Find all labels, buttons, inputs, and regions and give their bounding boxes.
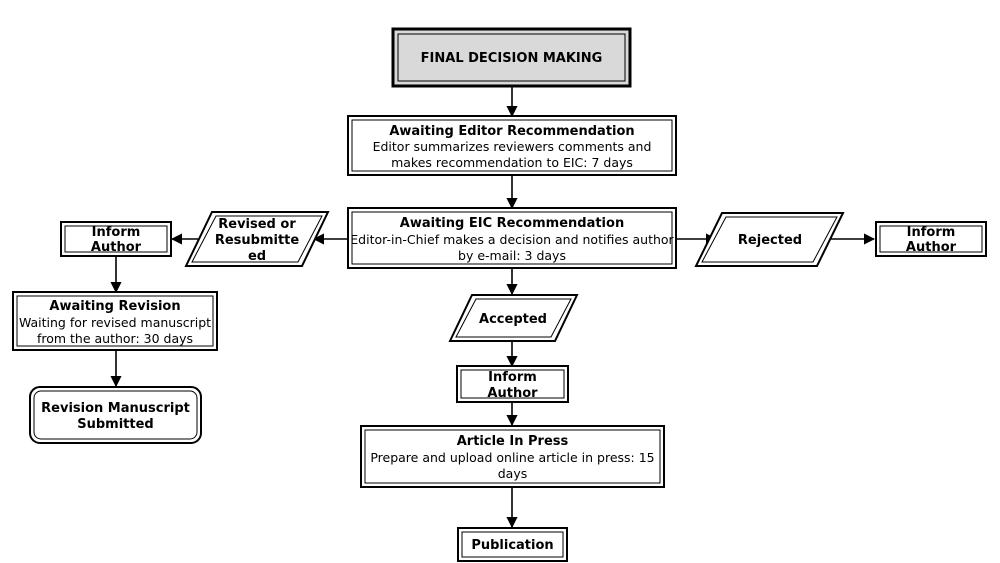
awaiting-eic-line1: Editor-in-Chief makes a decision and not… bbox=[350, 232, 674, 247]
awaiting-editor-line2: makes recommendation to EIC: 7 days bbox=[391, 155, 633, 170]
inform-center-line1: Inform bbox=[488, 370, 537, 385]
awaiting-revision-line1: Waiting for revised manuscript bbox=[19, 315, 211, 330]
awaiting-eic-line2: by e-mail: 3 days bbox=[458, 248, 566, 263]
inform-right-line1: Inform bbox=[907, 225, 956, 240]
node-final-decision-making: FINAL DECISION MAKING bbox=[391, 27, 632, 88]
revised-line1: Revised or bbox=[218, 217, 296, 232]
awaiting-editor-line1: Editor summarizes reviewers comments and bbox=[373, 139, 652, 154]
node-article-in-press: Article In Press Prepare and upload onli… bbox=[360, 425, 665, 488]
article-press-line1: Prepare and upload online article in pre… bbox=[370, 450, 654, 465]
awaiting-revision-line2: from the author: 30 days bbox=[37, 331, 193, 346]
inform-right-line2: Author bbox=[906, 240, 957, 255]
node-inform-author-center: Inform Author bbox=[456, 365, 569, 403]
node-awaiting-revision: Awaiting Revision Waiting for revised ma… bbox=[12, 291, 218, 351]
awaiting-revision-title: Awaiting Revision bbox=[49, 299, 180, 314]
revised-line3: ed bbox=[248, 249, 266, 264]
node-inform-author-left: Inform Author bbox=[60, 221, 172, 257]
awaiting-editor-title: Awaiting Editor Recommendation bbox=[389, 124, 634, 139]
revised-line2: Resubmitte bbox=[215, 233, 300, 248]
node-accepted: Accepted bbox=[448, 294, 579, 342]
node-revised-or-resubmitted: Revised or Resubmitte ed bbox=[184, 211, 330, 267]
node-awaiting-eic-recommendation: Awaiting EIC Recommendation Editor-in-Ch… bbox=[347, 207, 677, 269]
publication-title: Publication bbox=[471, 538, 553, 553]
inform-left-line2: Author bbox=[91, 240, 142, 255]
awaiting-eic-title: Awaiting EIC Recommendation bbox=[400, 216, 624, 231]
inform-center-line2: Author bbox=[487, 386, 538, 401]
article-press-title: Article In Press bbox=[457, 434, 569, 449]
rejected-title: Rejected bbox=[738, 233, 802, 248]
accepted-title: Accepted bbox=[479, 312, 547, 327]
final-decision-title: FINAL DECISION MAKING bbox=[421, 51, 603, 66]
revision-submitted-line1: Revision Manuscript bbox=[41, 401, 190, 416]
node-awaiting-editor-recommendation: Awaiting Editor Recommendation Editor su… bbox=[347, 115, 677, 176]
inform-left-line1: Inform bbox=[92, 225, 141, 240]
node-rejected: Rejected bbox=[694, 212, 845, 267]
node-inform-author-right: Inform Author bbox=[875, 221, 987, 257]
node-revision-manuscript-submitted: Revision Manuscript Submitted bbox=[29, 386, 202, 444]
node-publication: Publication bbox=[457, 527, 568, 562]
revision-submitted-line2: Submitted bbox=[77, 417, 153, 432]
article-press-line2: days bbox=[498, 466, 528, 481]
